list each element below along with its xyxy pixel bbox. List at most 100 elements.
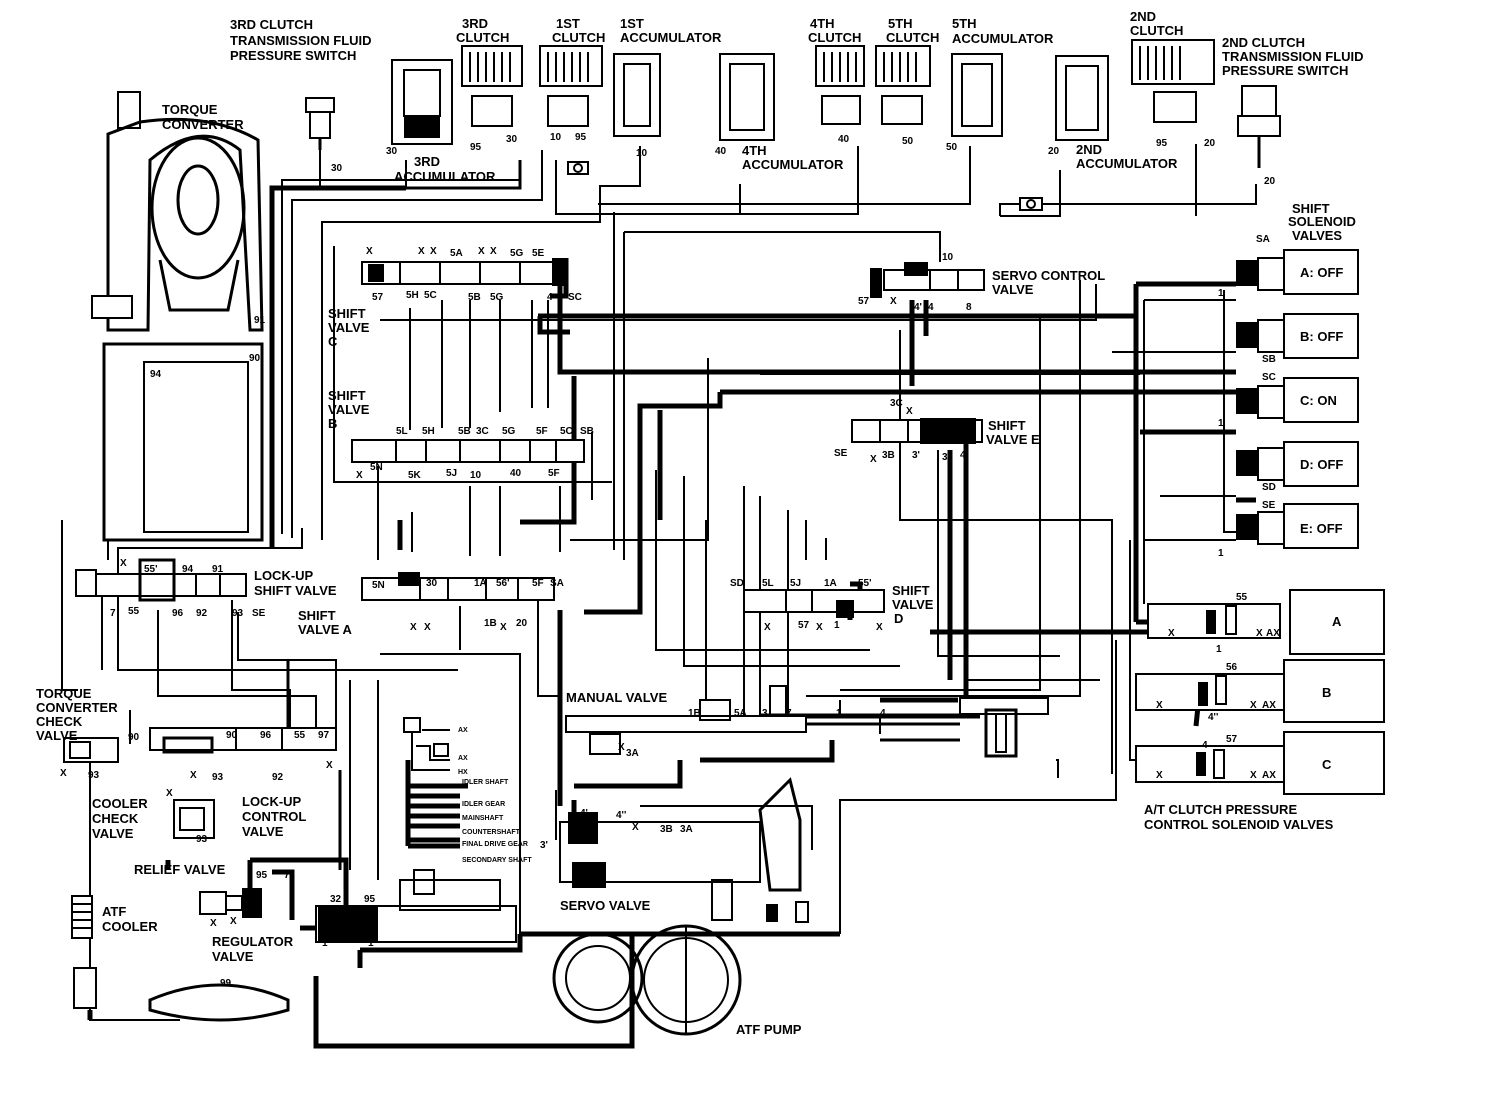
shift-valve-a-label: VALVE A	[298, 622, 353, 637]
svg-text:X: X	[478, 246, 485, 257]
pcs-a-label: A	[1332, 614, 1342, 629]
clutch2-switch-label: TRANSMISSION FLUID	[1222, 49, 1364, 64]
svg-text:1ST: 1ST	[556, 16, 580, 31]
svg-text:5N: 5N	[370, 462, 383, 473]
svg-text:90: 90	[128, 732, 140, 743]
svg-text:X: X	[430, 246, 437, 257]
svg-text:50: 50	[946, 142, 958, 153]
svg-text:A/T CLUTCH PRESSURE: A/T CLUTCH PRESSURE	[1144, 802, 1297, 817]
svg-text:3C: 3C	[476, 426, 489, 437]
svg-text:5K: 5K	[408, 470, 422, 481]
svg-text:3C: 3C	[890, 398, 903, 409]
svg-text:93: 93	[196, 834, 208, 845]
svg-text:30: 30	[426, 578, 438, 589]
svg-text:93: 93	[212, 772, 224, 783]
atf-pump	[552, 924, 742, 1036]
svg-text:SHIFT: SHIFT	[988, 418, 1026, 433]
svg-text:8: 8	[966, 302, 972, 313]
svg-text:40: 40	[838, 134, 850, 145]
svg-text:4: 4	[547, 292, 553, 303]
svg-text:AX: AX	[1262, 700, 1276, 711]
clutch-4th	[815, 45, 865, 125]
svg-text:LOCK-UP: LOCK-UP	[242, 794, 302, 809]
svg-text:4: 4	[1202, 740, 1208, 751]
svg-text:57: 57	[858, 296, 870, 307]
svg-text:3B: 3B	[882, 450, 895, 461]
svg-text:97: 97	[318, 730, 330, 741]
svg-text:7: 7	[786, 708, 792, 719]
svg-text:30: 30	[506, 134, 518, 145]
svg-text:TORQUE: TORQUE	[36, 686, 92, 701]
svg-text:50: 50	[902, 136, 914, 147]
svg-text:X: X	[490, 246, 497, 257]
svg-text:5N: 5N	[372, 580, 385, 591]
acc5-label: ACCUMULATOR	[952, 31, 1054, 46]
pcs-c	[1135, 731, 1385, 795]
svg-text:1: 1	[836, 708, 842, 719]
pcs-c-label: C	[1322, 757, 1332, 772]
svg-text:20: 20	[1264, 176, 1276, 187]
svg-text:X: X	[764, 622, 771, 633]
svg-text:5H: 5H	[406, 290, 419, 301]
shaft-legend	[403, 717, 450, 771]
svg-text:X: X	[1156, 770, 1163, 781]
svg-text:X: X	[366, 246, 373, 257]
svg-text:5A: 5A	[734, 708, 747, 719]
svg-text:3': 3'	[912, 450, 920, 461]
svg-text:5F: 5F	[536, 426, 548, 437]
svg-text:5E: 5E	[532, 248, 545, 259]
svg-text:5TH: 5TH	[952, 16, 977, 31]
svg-text:IDLER GEAR: IDLER GEAR	[462, 801, 505, 808]
svg-text:4: 4	[880, 708, 886, 719]
svg-text:X: X	[618, 742, 625, 753]
svg-text:X: X	[190, 770, 197, 781]
regulator-label: VALVE	[212, 949, 254, 964]
svg-text:X: X	[424, 622, 431, 633]
svg-text:C: C	[328, 334, 338, 349]
svg-text:X: X	[1256, 628, 1263, 639]
svg-text:X: X	[418, 246, 425, 257]
solenoid-d-state: D: OFF	[1300, 457, 1343, 472]
clutch-5th	[875, 45, 931, 125]
clutch3-switch-label: 3RD CLUTCH	[230, 17, 313, 32]
svg-text:SA: SA	[1256, 234, 1270, 245]
svg-text:3: 3	[762, 708, 768, 719]
regulator-valve	[315, 869, 517, 943]
svg-text:90: 90	[226, 730, 238, 741]
svg-text:1A: 1A	[824, 578, 837, 589]
svg-text:56': 56'	[496, 578, 510, 589]
shift-valve-c-label: VALVE	[328, 320, 370, 335]
svg-text:95: 95	[364, 894, 376, 905]
torque-converter-check-valve	[63, 737, 119, 763]
clutch3-pressure-switch: 30	[305, 97, 343, 174]
clutch4-label: CLUTCH	[808, 30, 861, 45]
shift-valve-d-label: VALVE	[892, 597, 934, 612]
servo-valve-label: SERVO VALVE	[560, 898, 651, 913]
shift-solenoids-label: SOLENOID	[1288, 214, 1356, 229]
clutch2-pressure-switch	[1237, 85, 1281, 168]
svg-text:SC: SC	[1262, 372, 1276, 383]
svg-text:20: 20	[1204, 138, 1216, 149]
svg-text:SE: SE	[252, 608, 266, 619]
svg-text:5C: 5C	[424, 290, 437, 301]
svg-text:4'': 4''	[1208, 712, 1218, 723]
svg-text:1: 1	[368, 938, 374, 949]
svg-text:95: 95	[1156, 138, 1168, 149]
svg-text:VALVE: VALVE	[36, 728, 78, 743]
svg-text:AX: AX	[1266, 628, 1280, 639]
shift-valve-b	[351, 439, 585, 463]
svg-text:COUNTERSHAFT: COUNTERSHAFT	[462, 829, 521, 836]
svg-text:30: 30	[331, 163, 343, 174]
svg-text:57: 57	[372, 292, 384, 303]
svg-text:4': 4'	[580, 808, 588, 819]
shift-valve-a	[361, 572, 555, 601]
servo-control-label: VALVE	[992, 282, 1034, 297]
svg-text:SHIFT: SHIFT	[1292, 201, 1330, 216]
svg-text:4: 4	[928, 302, 934, 313]
svg-text:30: 30	[386, 146, 398, 157]
svg-text:96: 96	[260, 730, 272, 741]
svg-text:5TH: 5TH	[888, 16, 913, 31]
accumulator-1st	[613, 53, 661, 137]
svg-text:SD: SD	[730, 578, 744, 589]
clutch3-label: CLUTCH	[456, 30, 509, 45]
